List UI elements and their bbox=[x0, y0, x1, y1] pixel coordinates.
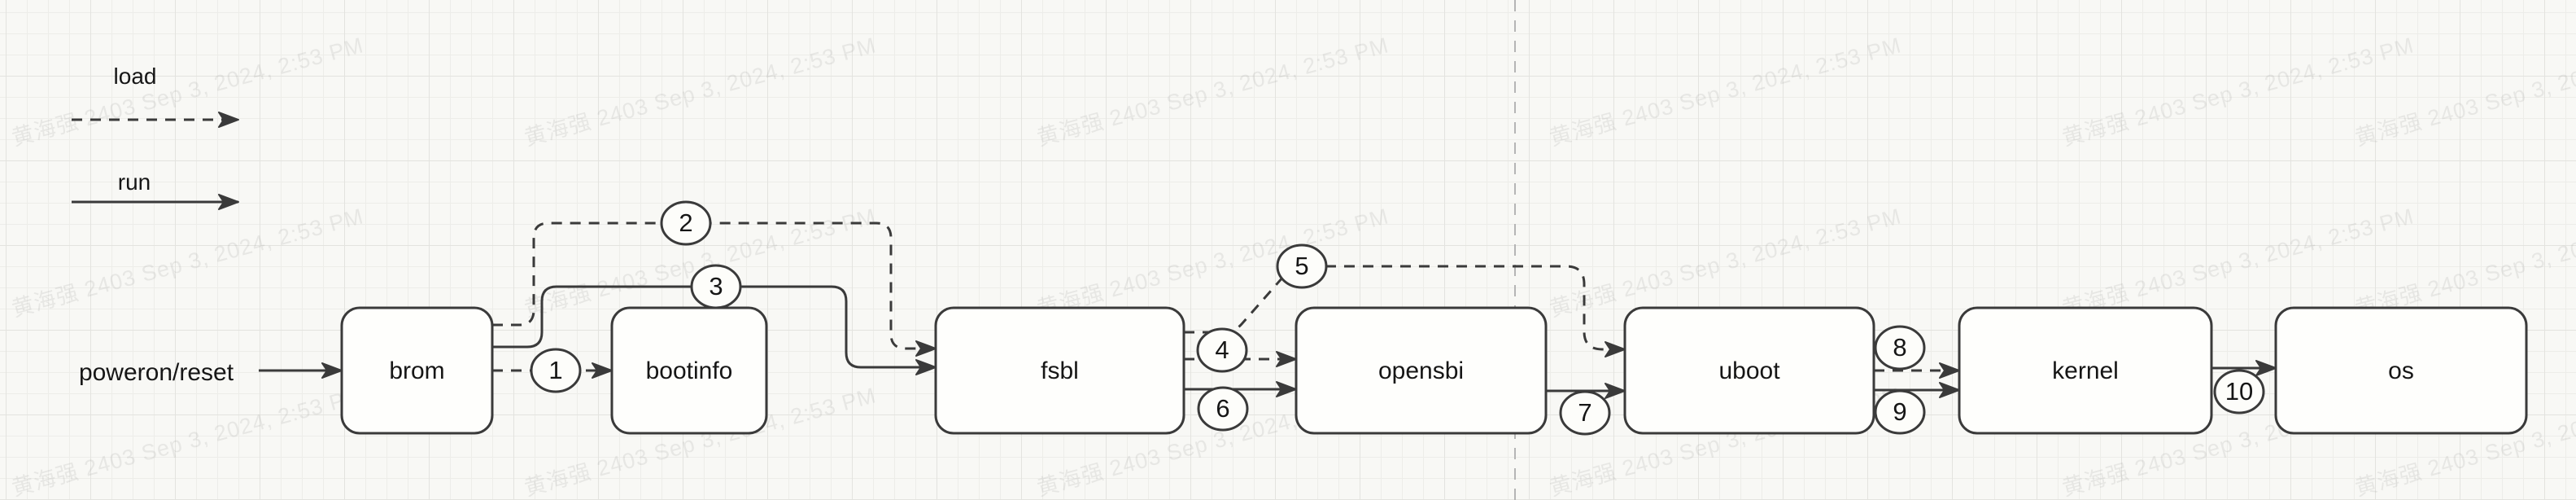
node-box-kernel bbox=[1958, 306, 2213, 435]
node-label-bootinfo: bootinfo bbox=[646, 357, 733, 384]
step-badge-2: 2 bbox=[660, 200, 712, 246]
step-badge-4: 4 bbox=[1196, 327, 1248, 373]
node-bootinfo: bootinfo bbox=[610, 306, 768, 435]
step-badge-5: 5 bbox=[1276, 243, 1328, 289]
edge-load-fsbl-to-uboot-step-5 bbox=[1184, 265, 1626, 357]
step-badge-circle-2 bbox=[660, 200, 712, 246]
step-badge-9: 9 bbox=[1874, 389, 1926, 435]
node-label-opensbi: opensbi bbox=[1378, 357, 1464, 384]
step-badge-label-9: 9 bbox=[1893, 397, 1906, 426]
badges-layer: 1 2 3 4 5 6 7 8 9 10 bbox=[530, 200, 2265, 436]
nodes-layer: brom bootinfo fsbl opensbi uboot kernel os bbox=[340, 306, 2528, 435]
step-badge-circle-1 bbox=[530, 348, 582, 393]
step-badge-1: 1 bbox=[530, 348, 582, 393]
step-badge-7: 7 bbox=[1559, 390, 1611, 436]
step-badge-label-6: 6 bbox=[1216, 394, 1229, 423]
node-box-os bbox=[2274, 306, 2528, 435]
step-badge-circle-9 bbox=[1874, 389, 1926, 435]
step-badge-circle-7 bbox=[1559, 390, 1611, 436]
legend-label-load: load bbox=[114, 64, 157, 89]
node-opensbi: opensbi bbox=[1295, 306, 1548, 435]
labels-layer: load run poweron/reset bbox=[72, 64, 239, 386]
step-badge-label-5: 5 bbox=[1295, 252, 1308, 280]
node-box-fsbl bbox=[934, 306, 1185, 435]
step-badge-3: 3 bbox=[690, 264, 742, 309]
step-badge-label-8: 8 bbox=[1893, 333, 1906, 362]
step-badge-6: 6 bbox=[1197, 386, 1249, 432]
node-kernel: kernel bbox=[1958, 306, 2213, 435]
node-label-fsbl: fsbl bbox=[1041, 357, 1079, 384]
step-badge-circle-3 bbox=[690, 264, 742, 309]
node-label-os: os bbox=[2388, 357, 2414, 384]
step-badge-8: 8 bbox=[1874, 325, 1926, 371]
node-box-bootinfo bbox=[610, 306, 768, 435]
node-label-uboot: uboot bbox=[1718, 357, 1780, 384]
legend-label-run: run bbox=[118, 169, 151, 195]
step-badge-label-2: 2 bbox=[679, 208, 692, 237]
step-badge-label-7: 7 bbox=[1578, 398, 1591, 427]
step-badge-label-4: 4 bbox=[1215, 336, 1229, 364]
step-badge-label-10: 10 bbox=[2225, 377, 2253, 406]
step-badge-circle-4 bbox=[1196, 327, 1248, 373]
node-uboot: uboot bbox=[1623, 306, 1875, 435]
legend: load run bbox=[72, 64, 239, 210]
node-brom: brom bbox=[340, 306, 494, 435]
start-label: poweron/reset bbox=[79, 359, 234, 386]
node-box-brom bbox=[340, 306, 494, 435]
node-box-uboot bbox=[1623, 306, 1875, 435]
node-fsbl: fsbl bbox=[934, 306, 1185, 435]
step-badge-circle-6 bbox=[1197, 386, 1249, 432]
node-label-brom: brom bbox=[389, 357, 444, 384]
step-badge-label-1: 1 bbox=[548, 356, 562, 384]
step-badge-10: 10 bbox=[2213, 369, 2265, 414]
edge-load-brom-to-fsbl-step-2 bbox=[492, 221, 937, 357]
step-badge-circle-5 bbox=[1276, 243, 1328, 289]
step-badge-label-3: 3 bbox=[709, 272, 723, 300]
step-badge-circle-8 bbox=[1874, 325, 1926, 371]
node-label-kernel: kernel bbox=[2052, 357, 2119, 384]
node-box-opensbi bbox=[1295, 306, 1548, 435]
node-os: os bbox=[2274, 306, 2528, 435]
step-badge-circle-10 bbox=[2213, 369, 2265, 414]
